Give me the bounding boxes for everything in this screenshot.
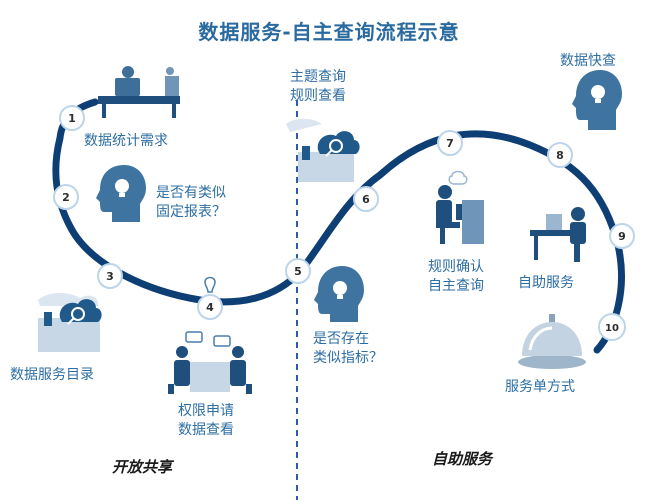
head-lightbulb-icon [96,165,146,222]
step-number-2: 2 [62,191,70,204]
desk-person-icon [98,66,180,118]
diagram-title: 数据服务-自主查询流程示意 [198,20,460,44]
computer-user-icon [436,170,484,244]
step-number-4: 4 [206,301,214,314]
step-marker-10 [598,313,626,341]
step-marker-4 [197,294,223,320]
head-lightbulb-icon-3 [572,70,622,130]
head-lightbulb-icon-2 [314,266,364,322]
cloud-search-icon-2 [286,118,360,182]
step-marker-3 [97,263,123,289]
step-label-10: 服务单方式 [505,379,575,395]
step-label-8: 数据快查 [560,53,616,69]
phase-label-open-sharing: 开放共享 [112,458,173,476]
step-number-3: 3 [106,270,114,283]
step-label-4: 权限申请 数据查看 [178,403,234,438]
step-label-3: 数据服务目录 [10,367,94,383]
step-marker-6 [353,186,379,212]
step-marker-1 [59,105,85,131]
step-label-1: 数据统计需求 [84,133,168,149]
step-label-9: 自助服务 [518,275,574,291]
step-number-9: 9 [618,230,626,243]
step-number-10: 10 [605,323,619,334]
step-number-6: 6 [362,193,370,206]
meeting-people-icon [168,276,252,394]
step-marker-9 [609,223,635,249]
step-number-7: 7 [446,137,454,150]
cloud-search-icon [38,293,102,352]
step-label-7: 规则确认 自主查询 [428,259,484,294]
step-number-5: 5 [294,265,302,278]
step-label-6: 主题查询 规则查看 [290,69,346,104]
step-marker-5 [285,258,311,284]
step-number-8: 8 [556,149,564,162]
step-marker-7 [437,130,463,156]
step-marker-8 [547,142,573,168]
laptop-user-icon [530,207,586,262]
step-label-5: 是否存在 类似指标？ [313,331,383,366]
step-label-2: 是否有类似 固定报表？ [156,185,226,220]
step-marker-2 [53,184,79,210]
phase-label-self-service: 自助服务 [432,450,493,468]
service-bell-icon [518,314,586,369]
step-number-1: 1 [68,112,76,125]
